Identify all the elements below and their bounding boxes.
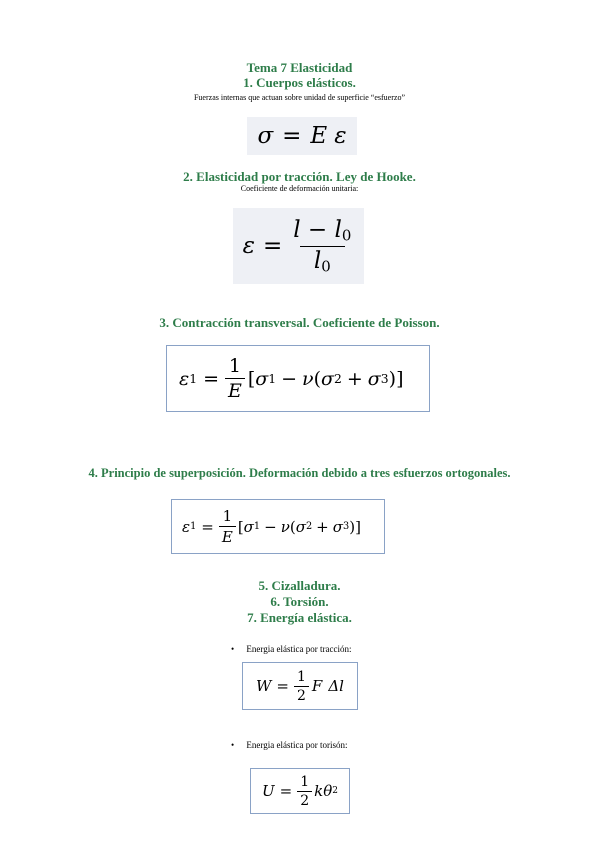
section-1-note: Fuerzas internas que actuan sobre unidad…: [193, 93, 405, 102]
bullet-traction-text: Energia elástica por tracción:: [246, 644, 352, 654]
bullet-torsion: • Energia elástica por torisón:: [231, 740, 347, 751]
bullet-icon: •: [231, 644, 235, 654]
strain-fraction: l − l0 l0: [293, 216, 352, 276]
bullet-torsion-text: Energia elástica por torisón:: [246, 740, 348, 750]
stress-formula: σ = E ε: [247, 117, 357, 155]
section-4-heading: 4. Principio de superposición. Deformaci…: [88, 466, 511, 480]
section-1-heading: 1. Cuerpos elásticos.: [243, 75, 356, 90]
bullet-icon: •: [231, 740, 235, 750]
traction-energy-formula: W = 1 2 F Δl: [242, 662, 358, 710]
page-title: Tema 7 Elasticidad: [246, 60, 353, 75]
section-2-heading: 2. Elasticidad por tracción. Ley de Hook…: [183, 169, 416, 184]
section-2-note: Coeficiente de deformación unitaria:: [240, 184, 359, 193]
strain-formula: ε = l − l0 l0: [233, 208, 364, 284]
section-7-heading: 7. Energía elástica.: [247, 610, 352, 625]
section-3-heading: 3. Contracción transversal. Coeficiente …: [159, 315, 440, 330]
section-6-heading: 6. Torsión.: [270, 594, 329, 609]
bullet-traction: • Energia elástica por tracción:: [231, 644, 351, 655]
section-5-heading: 5. Cizalladura.: [258, 578, 341, 593]
